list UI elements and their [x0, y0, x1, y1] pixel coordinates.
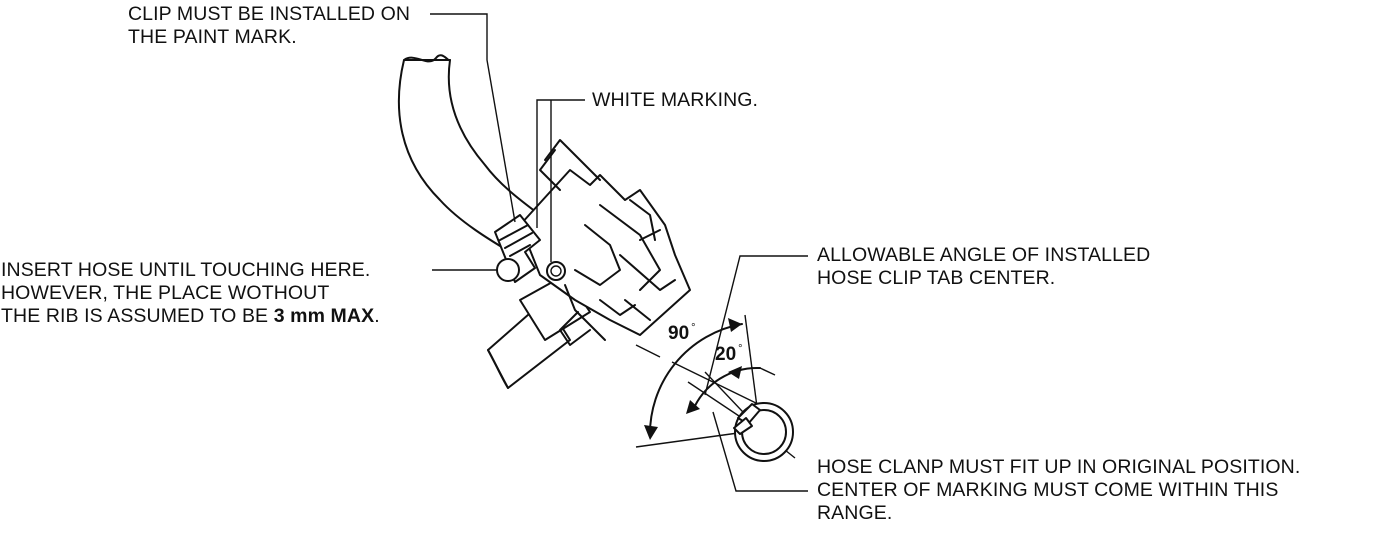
white-marking-label: WHITE MARKING. [592, 89, 759, 111]
angle-20-label: 20° [715, 343, 743, 366]
clip-instruction-label: CLIP MUST BE INSTALLED ON THE PAINT MARK… [128, 3, 410, 49]
insert-line-3: THE RIB IS ASSUMED TO BE 3 mm MAX. [1, 305, 380, 328]
insert-line-3-suffix: . [374, 305, 380, 327]
angle-indicator [635, 314, 796, 462]
insert-max-value: 3 mm MAX [273, 305, 375, 327]
insert-line-3-prefix: THE RIB IS ASSUMED TO BE [1, 305, 274, 327]
angle-90-value: 90 [668, 323, 690, 344]
insert-line-2: HOWEVER, THE PLACE WOTHOUT [1, 282, 330, 304]
clip-line-2: THE PAINT MARK. [128, 26, 297, 48]
degree-symbol: ° [691, 322, 696, 334]
hose-clamp-label: HOSE CLANP MUST FIT UP IN ORIGINAL POSIT… [817, 456, 1300, 525]
leader-lines [430, 13, 808, 492]
allowable-line-1: ALLOWABLE ANGLE OF INSTALLED [817, 244, 1151, 266]
clamp-line-2: CENTER OF MARKING MUST COME WITHIN THIS [817, 479, 1279, 501]
allowable-line-2: HOSE CLIP TAB CENTER. [817, 267, 1056, 289]
clamp-line-3: RANGE. [817, 502, 893, 524]
allowable-angle-label: ALLOWABLE ANGLE OF INSTALLED HOSE CLIP T… [817, 244, 1150, 290]
insert-hose-label: INSERT HOSE UNTIL TOUCHING HERE. HOWEVER… [1, 259, 380, 328]
angle-20-value: 20 [715, 344, 737, 365]
connector-body [519, 139, 691, 346]
clip-line-1: CLIP MUST BE INSTALLED ON [128, 3, 411, 25]
clamp-line-1: HOSE CLANP MUST FIT UP IN ORIGINAL POSIT… [817, 456, 1301, 478]
degree-symbol: ° [738, 343, 743, 355]
insert-line-1: INSERT HOSE UNTIL TOUCHING HERE. [1, 259, 371, 281]
angle-90-label: 90° [668, 322, 696, 345]
